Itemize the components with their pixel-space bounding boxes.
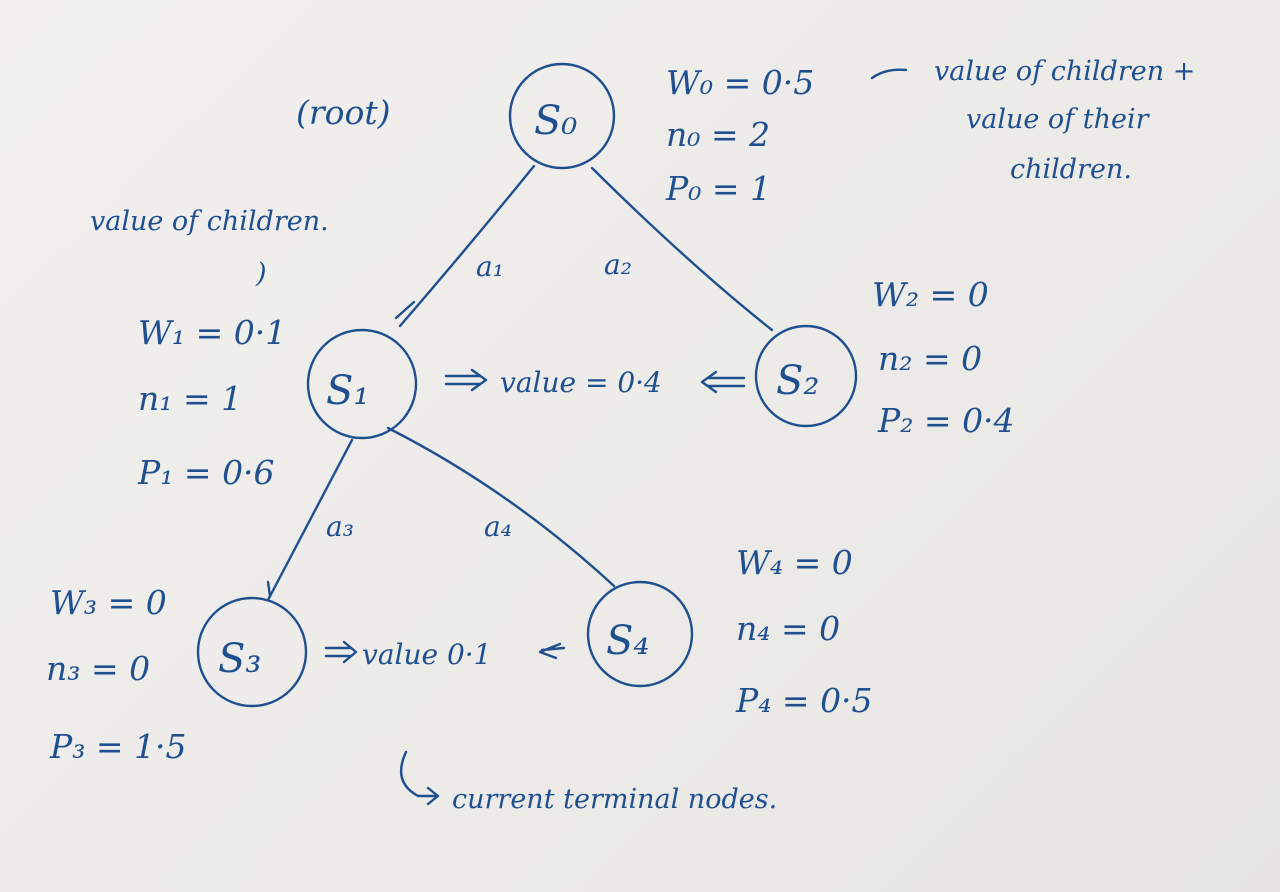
node-label: S₃ [218, 636, 261, 682]
right-arrow-icon [324, 640, 358, 664]
node-s3: S₃ [196, 596, 308, 708]
value-low-text: value 0·1 [362, 638, 492, 671]
node-label: S₂ [776, 358, 819, 404]
s4-p: P₄ = 0·5 [735, 681, 873, 720]
edge-label-a2: a₂ [604, 248, 632, 281]
s4-variables: W₄ = 0 n₄ = 0 P₄ = 0·5 [735, 543, 873, 720]
s1-variables: W₁ = 0·1 n₁ = 1 P₁ = 0·6 [137, 313, 286, 492]
edge-s1-s4 [386, 426, 616, 588]
s0-p: P₀ = 1 [665, 169, 771, 208]
root-note-line-3: children. [1010, 154, 1132, 185]
hook-arrow-icon [399, 750, 440, 806]
root-note-connector [870, 68, 908, 80]
s4-n: n₄ = 0 [736, 609, 840, 648]
s3-w: W₃ = 0 [50, 583, 167, 622]
s0-n: n₀ = 2 [666, 115, 770, 154]
s1-note: value of children. [90, 206, 329, 237]
node-circle [508, 62, 616, 170]
edge-s0-s1 [398, 164, 536, 328]
edge-s0-s2 [590, 166, 774, 332]
tree-edges [266, 164, 774, 602]
edge-s1-tick [394, 300, 416, 320]
s2-w: W₂ = 0 [872, 275, 989, 314]
s4-w: W₄ = 0 [736, 543, 853, 582]
edge-s1-s3 [266, 438, 354, 602]
value-mid-text: value = 0·4 [500, 366, 662, 399]
node-circle [754, 324, 858, 428]
node-label: S₀ [534, 98, 577, 144]
root-note-line-1: value of children + [934, 56, 1195, 87]
terminal-note: current terminal nodes. [399, 750, 777, 815]
node-label: S₁ [326, 368, 369, 414]
s0-w: W₀ = 0·5 [666, 63, 814, 102]
node-label: S₄ [606, 618, 649, 664]
s2-variables: W₂ = 0 n₂ = 0 P₂ = 0·4 [872, 275, 1015, 440]
root-note-line-2: value of their [966, 104, 1151, 135]
node-s2: S₂ [754, 324, 858, 428]
s2-p: P₂ = 0·4 [877, 401, 1015, 440]
s0-variables: W₀ = 0·5 n₀ = 2 P₀ = 1 [665, 63, 814, 208]
s3-variables: W₃ = 0 n₃ = 0 P₃ = 1·5 [46, 583, 187, 766]
root-note: value of children + value of their child… [934, 56, 1195, 185]
s1-note-mark: ) [255, 258, 267, 289]
s3-p: P₃ = 1·5 [49, 727, 187, 766]
s1-p: P₁ = 0·6 [137, 453, 275, 492]
edge-s3-tick [266, 580, 272, 598]
left-arrow-icon [700, 370, 746, 394]
node-s0: S₀ [508, 62, 616, 170]
node-circle [306, 328, 418, 440]
node-s1: S₁ [306, 328, 418, 440]
node-s4: S₄ [586, 580, 694, 688]
edge-label-a1: a₁ [476, 250, 504, 283]
root-label: (root) [296, 93, 391, 132]
edge-label-a4: a₄ [484, 510, 512, 543]
s1-n: n₁ = 1 [138, 379, 242, 418]
left-arrow-icon [538, 642, 566, 660]
node-circle [586, 580, 694, 688]
s1-w: W₁ = 0·1 [138, 313, 286, 352]
s3-n: n₃ = 0 [46, 649, 150, 688]
node-circle [196, 596, 308, 708]
value-mid-note: value = 0·4 [444, 366, 746, 399]
right-arrow-icon [444, 368, 488, 392]
terminal-note-text: current terminal nodes. [452, 784, 777, 815]
value-low-note: value 0·1 [324, 638, 566, 671]
edge-label-a3: a₃ [326, 510, 354, 543]
s2-n: n₂ = 0 [878, 339, 982, 378]
